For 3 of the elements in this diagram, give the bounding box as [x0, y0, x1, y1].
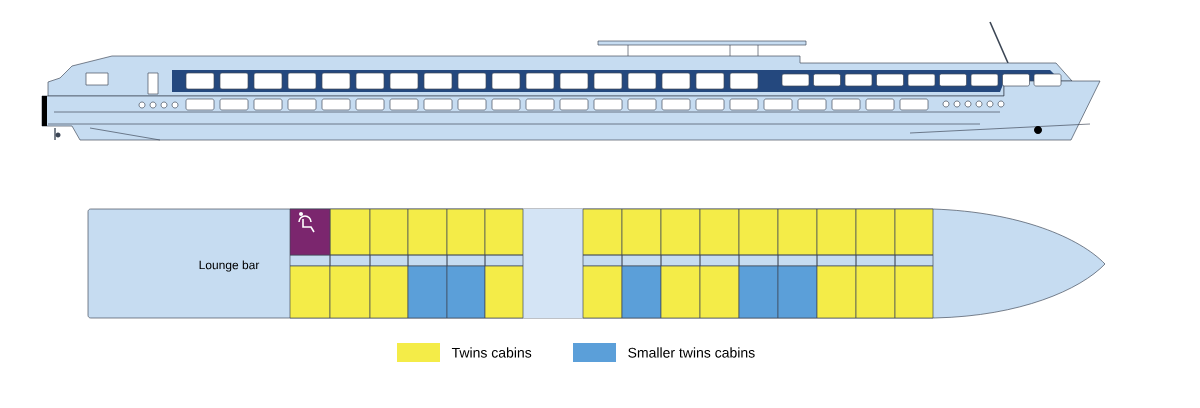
legend-label: Twins cabins [451, 347, 532, 358]
room-label: Lounge bar [199, 260, 260, 272]
legend-label: Smaller twins cabins [628, 347, 755, 358]
